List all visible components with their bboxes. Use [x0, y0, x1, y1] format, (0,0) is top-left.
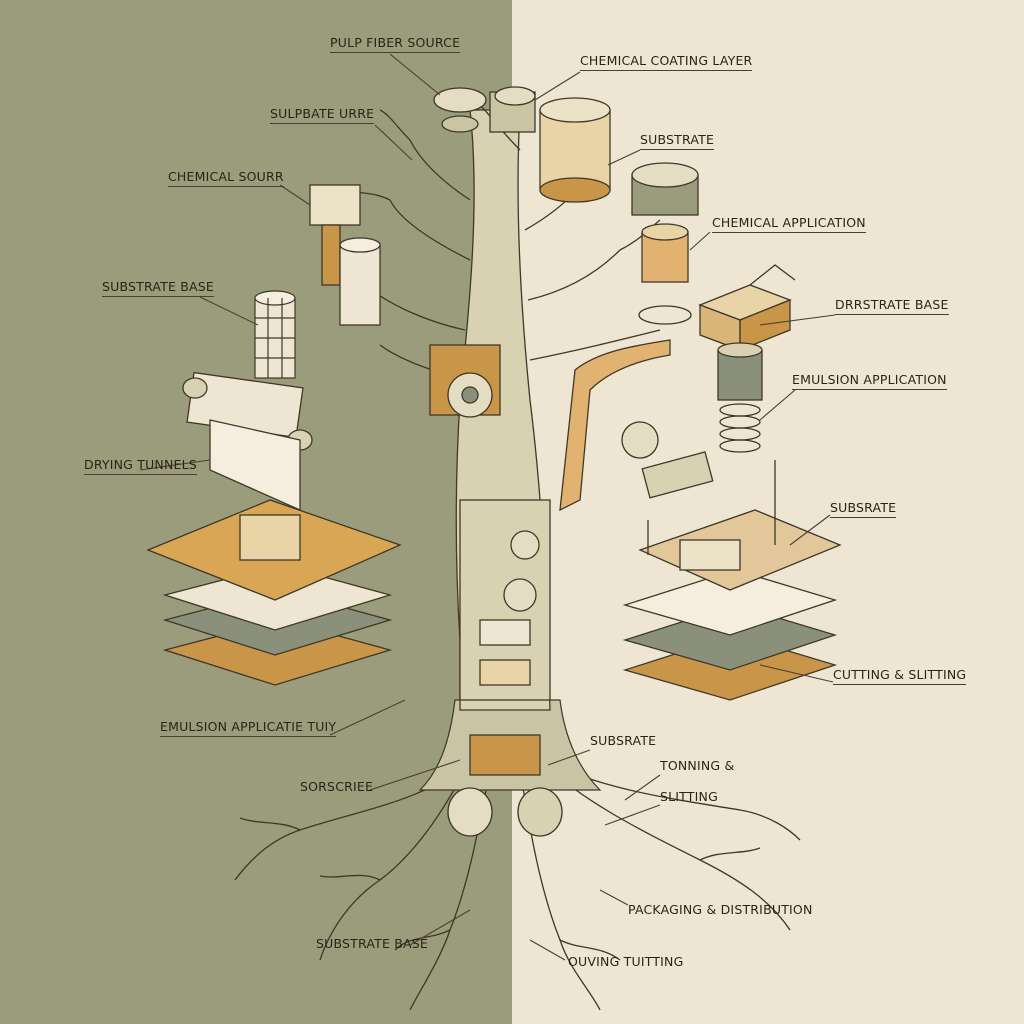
- substrate-grid-cylinder: [254, 290, 296, 379]
- gear-assembly-top: [433, 86, 536, 133]
- central-machinery: [429, 339, 714, 701]
- emulsion-spring: [717, 342, 763, 453]
- label-drrstrate-base: DRRSTRATE BASE: [835, 298, 949, 315]
- label-subsrate-right: SUBSRATE: [830, 501, 897, 518]
- label-chemical-sourr: CHEMICAL SOURR: [168, 170, 284, 187]
- label-ouving-tuitting: OUVING TUITTING: [568, 954, 684, 969]
- label-cutting-slitting: CUTTING & SLITTING: [833, 668, 967, 685]
- label-sorscriee: SORSCRIEE: [300, 779, 374, 794]
- label-packaging-distribution: PACKAGING & DISTRIBUTION: [628, 902, 813, 917]
- label-substrate-base-bottom: SUBSTRATE BASE: [316, 936, 429, 951]
- label-tonning: TONNING &: [660, 758, 735, 773]
- label-chemical-coating-layer: CHEMICAL COATING LAYER: [580, 54, 753, 71]
- label-substrate-top-right: SUBSTRATE: [640, 133, 715, 150]
- drying-tunnel-layers: [146, 499, 402, 686]
- label-emulsion-application: EMULSION APPLICATION: [792, 373, 947, 390]
- label-pulp-fiber-source: PULP FIBER SOURCE: [330, 36, 461, 53]
- label-subsrate-bottom: SUBSRATE: [590, 733, 657, 748]
- chemical-coating-cylinder: [539, 97, 611, 203]
- label-emulsion-applicatie-tuiy: EMULSION APPLICATIE TUIY: [160, 720, 337, 737]
- chemical-source-tower: [309, 184, 381, 326]
- cutting-slitting-layers: [622, 460, 842, 701]
- label-sulpbate-urre: SULPBATE URRE: [270, 107, 375, 124]
- chemical-application-drum: [631, 162, 699, 325]
- label-drying-tunnels: DRYING TUNNELS: [84, 458, 197, 475]
- label-chemical-application: CHEMICAL APPLICATION: [712, 216, 866, 233]
- paper-roll: [182, 371, 313, 512]
- bottom-gauges: [447, 734, 563, 837]
- leader-lines: [139, 53, 836, 961]
- label-substrate-base-left: SUBSTRATE BASE: [102, 280, 215, 297]
- label-slitting: SLITTING: [660, 789, 718, 804]
